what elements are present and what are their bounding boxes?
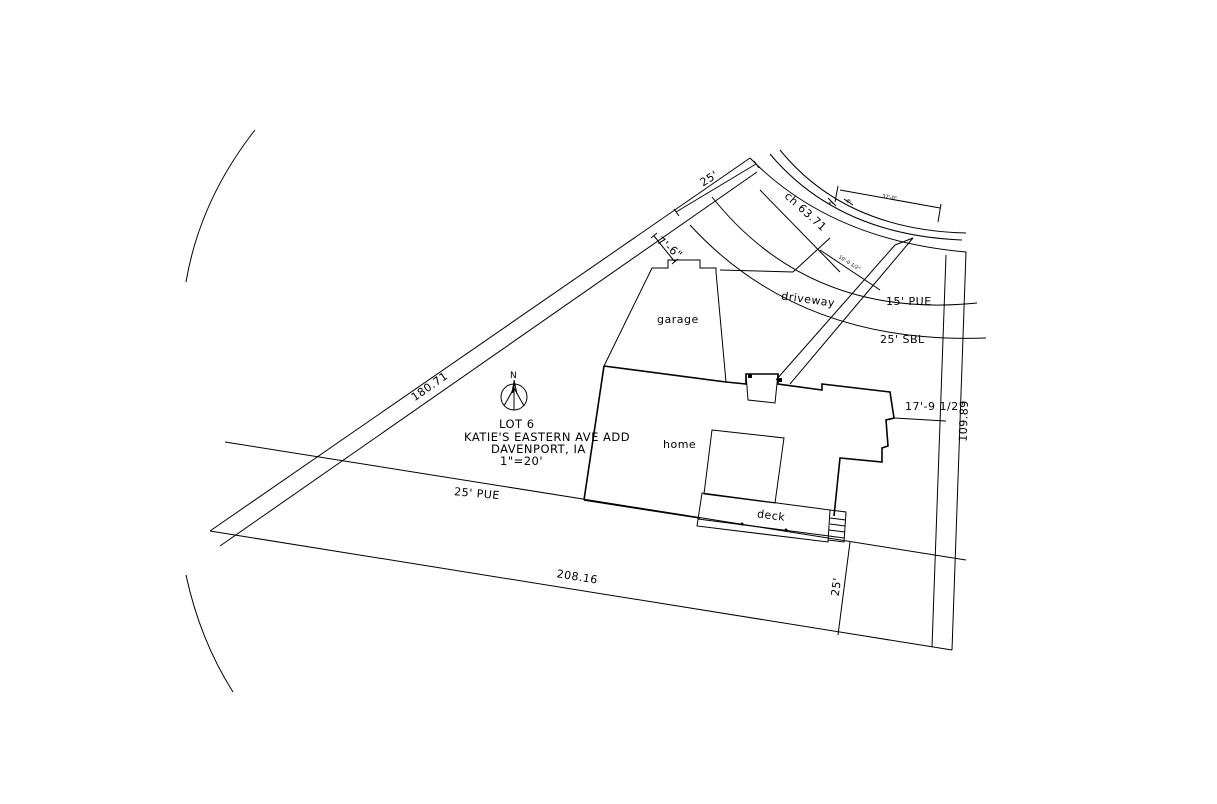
south-property-line bbox=[209, 530, 953, 651]
garage-setback-label: 7'-6" bbox=[654, 234, 685, 262]
pue-25-label: 25' PUE bbox=[454, 485, 501, 502]
curb-dimension-tick-b bbox=[937, 203, 942, 223]
curb-dim-left-label: 4' bbox=[826, 200, 833, 208]
driveway-width-dimension bbox=[819, 249, 881, 291]
curb-dim-label: 37'-0" bbox=[882, 194, 898, 203]
boundary-arc-lower-left bbox=[185, 574, 234, 693]
northwest-easement-line bbox=[219, 171, 758, 547]
south-line-label: 208.16 bbox=[556, 567, 599, 586]
entry-post-right bbox=[778, 378, 782, 382]
deck-inner-edge bbox=[697, 518, 830, 537]
rear-setback-line bbox=[837, 541, 851, 636]
deck-label: deck bbox=[756, 507, 786, 523]
deck-outline bbox=[696, 492, 831, 543]
home-label: home bbox=[663, 438, 696, 451]
deck-post-1 bbox=[740, 522, 744, 526]
east-easement-line bbox=[931, 254, 947, 648]
north-arrow-label: N bbox=[510, 371, 517, 381]
home-south-wall bbox=[583, 499, 701, 519]
frontage-dimension-tick-b bbox=[753, 160, 760, 169]
curb-dimension-mid-line bbox=[843, 198, 854, 206]
boundary-arc-upper-left bbox=[185, 129, 256, 283]
curb-dim-mid-label: 8' bbox=[844, 198, 851, 206]
east-offset-dimension-line bbox=[893, 417, 947, 422]
garage-setback-line bbox=[653, 235, 676, 263]
sbl-25-label: 25' SBL bbox=[880, 333, 925, 346]
city-label: DAVENPORT, IA bbox=[491, 442, 586, 456]
deck-stairs bbox=[827, 509, 847, 543]
frontage-dimension-line bbox=[675, 163, 757, 213]
street-curb-inner bbox=[769, 153, 963, 241]
east-line-label: 109.89 bbox=[957, 400, 971, 442]
scale-label: 1"=20' bbox=[500, 454, 543, 468]
entry-porch bbox=[745, 373, 779, 404]
home-west-wall bbox=[583, 365, 605, 501]
curb-dimension-line bbox=[839, 189, 941, 209]
garage-footprint bbox=[603, 259, 727, 383]
home-footprint bbox=[603, 365, 895, 517]
entry-post-left bbox=[748, 374, 752, 378]
lot-number-label: LOT 6 bbox=[499, 417, 535, 431]
north-arrow bbox=[500, 379, 528, 411]
east-property-line bbox=[951, 251, 967, 651]
driveway-edge-left bbox=[775, 244, 896, 381]
subdivision-label: KATIE'S EASTERN AVE ADD bbox=[464, 430, 630, 444]
driveway-front-line bbox=[792, 237, 831, 273]
front-curve-property-line bbox=[749, 157, 967, 253]
pue-15-line bbox=[711, 196, 978, 306]
rear-setback-label: 25' bbox=[829, 577, 844, 597]
garage-setback-tick-a bbox=[650, 232, 658, 239]
interior-room-outline bbox=[703, 429, 785, 504]
street-curb-outer bbox=[779, 149, 967, 234]
sbl-25-line bbox=[689, 224, 987, 339]
driveway-label: driveway bbox=[780, 289, 835, 309]
pue-15-label: 15' PUE bbox=[886, 295, 932, 308]
garage-label: garage bbox=[657, 313, 699, 326]
curb-dimension-tick-a bbox=[834, 185, 839, 203]
frontage-label: 25' bbox=[698, 168, 721, 189]
curb-dimension-left-line bbox=[827, 197, 837, 207]
deck-post-2 bbox=[784, 528, 788, 532]
driveway-to-garage-line bbox=[719, 269, 794, 273]
lot-boundary bbox=[209, 157, 967, 651]
frontage-dimension-tick-a bbox=[673, 208, 680, 217]
driveway-top-edge bbox=[894, 237, 914, 246]
northwest-property-line bbox=[209, 157, 751, 532]
east-offset-label: 17'-9 1/2" bbox=[905, 400, 964, 413]
driveway bbox=[719, 237, 914, 385]
northwest-line-label: 180.71 bbox=[409, 369, 450, 403]
chord-dimension-line bbox=[759, 189, 841, 273]
driveway-edge-right bbox=[789, 237, 914, 385]
